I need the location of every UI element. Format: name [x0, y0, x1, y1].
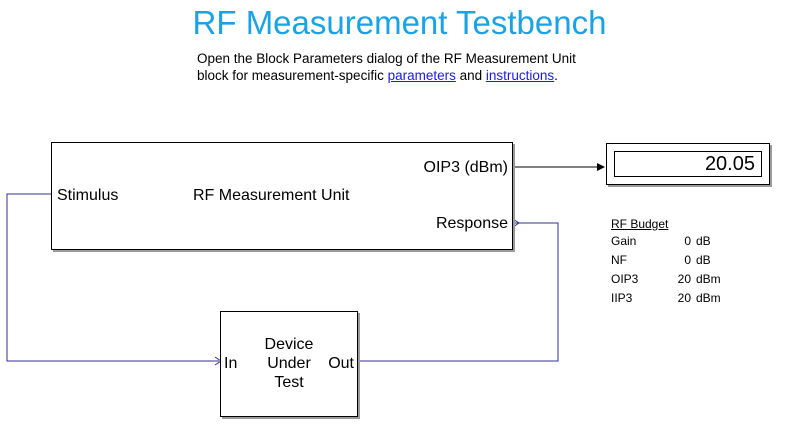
dut-title-line1: Device: [264, 336, 314, 353]
rf-budget-value: 0: [684, 234, 691, 248]
rf-budget-unit: dB: [696, 234, 711, 248]
description-line2-suffix: .: [554, 68, 558, 83]
description-line2-prefix: block for measurement-specific: [197, 68, 388, 83]
rf-budget-unit: dB: [696, 253, 711, 267]
display-readout: 20.05: [614, 151, 762, 177]
rf-budget-row: IIP3 20 dBm: [611, 291, 721, 310]
rf-budget-label: OIP3: [611, 272, 639, 286]
rf-budget-value: 0: [684, 253, 691, 267]
response-port-label: Response: [435, 215, 508, 232]
description-annotation: Open the Block Parameters dialog of the …: [197, 50, 576, 84]
rf-budget-label: Gain: [611, 234, 637, 248]
parameters-link[interactable]: parameters: [387, 68, 456, 83]
rf-budget-row: OIP3 20 dBm: [611, 272, 721, 291]
display-value: 20.05: [704, 153, 755, 175]
description-line1: Open the Block Parameters dialog of the …: [197, 51, 576, 66]
dut-out-port-label: Out: [328, 355, 354, 372]
rf-budget-row: Gain 0 dB: [611, 234, 711, 253]
rf-budget-title: RF Budget: [611, 217, 669, 231]
instructions-link[interactable]: instructions: [485, 68, 555, 83]
rf-budget-unit: dBm: [696, 272, 721, 286]
description-line2: block for measurement-specific parameter…: [197, 67, 576, 84]
dut-title-line2: Under: [267, 355, 311, 372]
dut-in-port-label: In: [224, 355, 238, 372]
dut-title: Device Under Test: [221, 335, 357, 392]
response-wire[interactable]: [358, 222, 559, 362]
oip3-port-label: OIP3 (dBm): [423, 159, 508, 176]
rf-budget-row: NF 0 dB: [611, 253, 711, 272]
rf-budget-label: IIP3: [611, 291, 633, 305]
rf-budget-value: 20: [677, 291, 691, 305]
stimulus-wire[interactable]: [6, 193, 219, 362]
rf-measurement-unit-title: RF Measurement Unit: [193, 187, 350, 204]
rf-budget-label: NF: [611, 253, 627, 267]
stimulus-port-label: Stimulus: [57, 187, 119, 204]
rf-budget-annotation: RF Budget Gain 0 dB NF 0 dB OIP3 20 dBm …: [611, 217, 721, 310]
page-title: RF Measurement Testbench: [192, 4, 607, 41]
rf-measurement-unit-block[interactable]: Stimulus RF Measurement Unit OIP3 (dBm) …: [51, 142, 513, 250]
rf-budget-unit: dBm: [696, 291, 721, 305]
dut-title-line3: Test: [274, 374, 304, 391]
oip3-display-block[interactable]: 20.05: [606, 143, 770, 185]
device-under-test-block[interactable]: In Device Under Test Out: [220, 311, 358, 417]
response-arrow: [512, 218, 520, 228]
description-line2-middle: and: [455, 68, 486, 83]
rf-budget-value: 20: [677, 272, 691, 286]
